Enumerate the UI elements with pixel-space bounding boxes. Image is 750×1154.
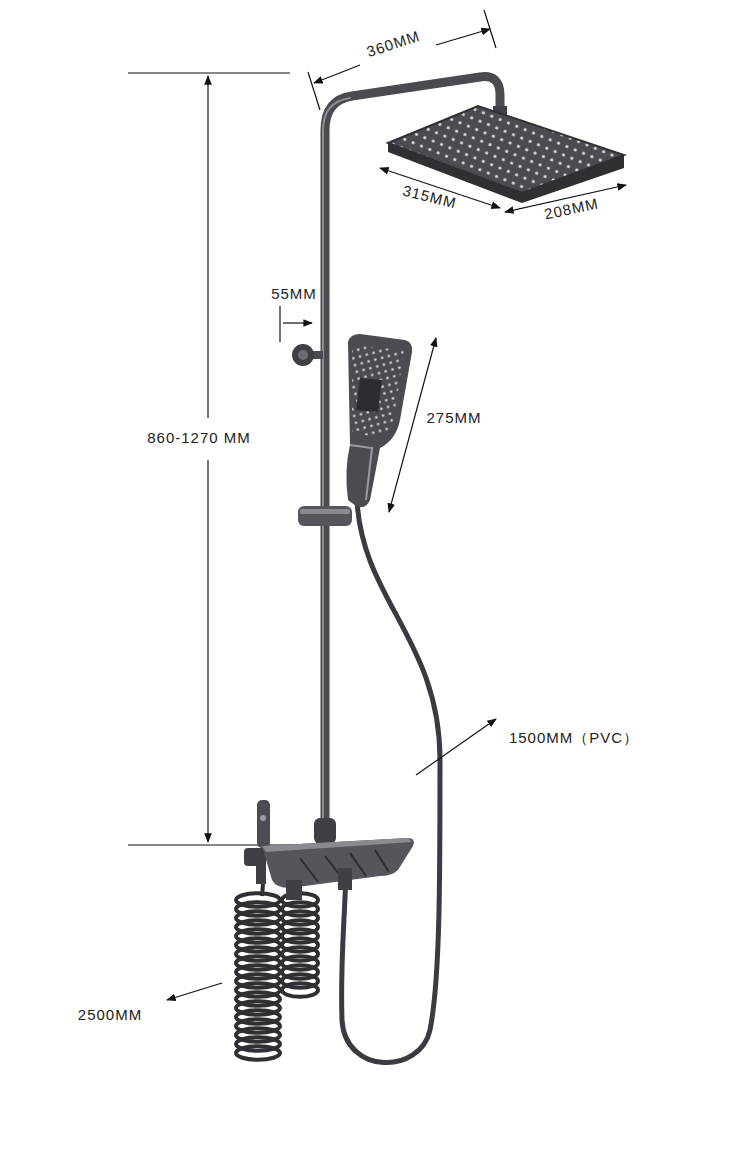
- coiled-hoses: [236, 884, 318, 1060]
- wall-bracket: [292, 344, 323, 366]
- pvc-hose: [342, 500, 440, 1063]
- hose-leader: [416, 719, 496, 775]
- arm-dimension: [308, 10, 496, 110]
- bidet-sprayer: [244, 800, 270, 884]
- hose-length: 1500MM（PVC）: [506, 729, 642, 748]
- head-length: 315MM: [398, 181, 462, 214]
- coil-length: 2500MM: [75, 1006, 145, 1025]
- head-width: 208MM: [540, 194, 604, 225]
- height-range: 860-1270 MM: [144, 429, 254, 448]
- coil-turn: [282, 983, 318, 997]
- arm-length: 360MM: [362, 26, 426, 62]
- wall-offset: 55MM: [268, 285, 320, 304]
- height-dimension: [128, 73, 292, 845]
- shelf-mixer: [262, 818, 414, 900]
- coil-turn: [236, 1046, 280, 1060]
- shower-column: [323, 77, 500, 835]
- slider-holder: [298, 506, 352, 526]
- hand-shower-length: 275MM: [423, 409, 484, 428]
- hand-shower: [346, 334, 412, 507]
- offset-dimension: [280, 306, 312, 342]
- coil-leader: [167, 983, 222, 1000]
